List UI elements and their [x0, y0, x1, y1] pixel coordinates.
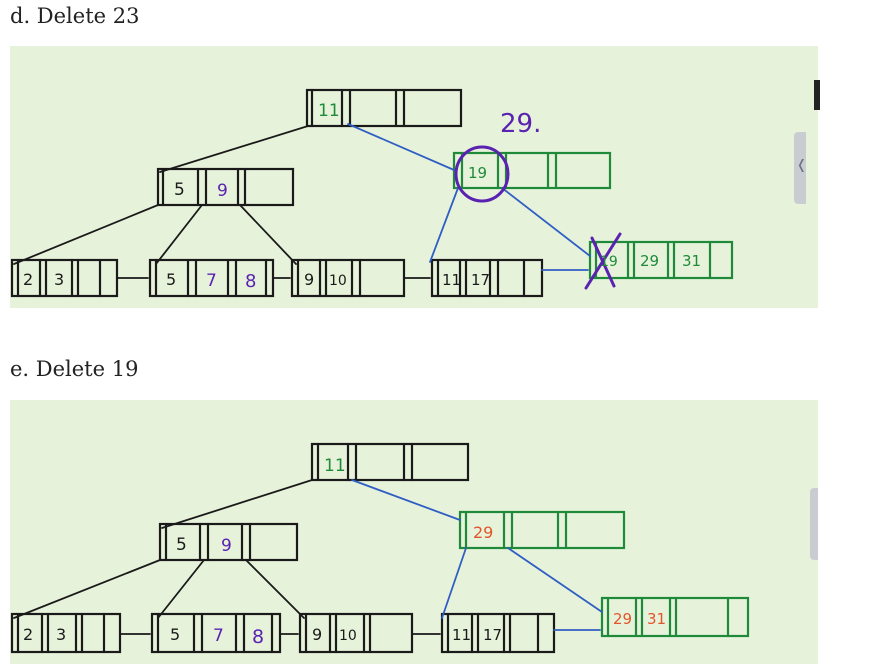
- annotation-text: 29.: [500, 109, 541, 139]
- chevron-left-icon: ❬: [796, 158, 807, 173]
- root-key: 11: [324, 456, 346, 476]
- child-pointers: [13, 125, 431, 279]
- leaf-key: 17: [471, 271, 490, 289]
- highlight-circle: [454, 145, 510, 203]
- leaf-key: 2: [23, 270, 33, 289]
- leaf-key: 9: [312, 625, 322, 644]
- collapse-handle-lower[interactable]: [810, 488, 818, 560]
- collapse-handle[interactable]: ❬: [794, 132, 807, 204]
- internal-key: 9: [217, 181, 228, 201]
- heading-delete-23: d. Delete 23: [10, 4, 140, 28]
- viewer-tab-marker: [814, 80, 820, 110]
- leaf-key: 31: [682, 252, 701, 270]
- internal-key: 19: [468, 164, 487, 182]
- root-node: [310, 442, 470, 482]
- internal-node-left: [156, 167, 295, 207]
- root-node: [305, 88, 463, 128]
- diagram-delete-23-panel: 11 5 9 19 29. 2 3 5 7 8 9 10 11 17 19 29…: [10, 46, 818, 308]
- leaf-key: 2: [23, 625, 33, 644]
- leaf-key: 31: [647, 610, 666, 628]
- leaf-node: [430, 258, 544, 298]
- leaf-key: 8: [245, 271, 256, 292]
- leaf-key: 7: [206, 271, 217, 291]
- leaf-node: [148, 258, 275, 298]
- internal-key: 5: [176, 535, 187, 555]
- diagram-delete-19: 11 5 9 29 2 3 5 7 8 9 10 11 17 29 31: [10, 442, 750, 654]
- internal-key: 5: [174, 180, 185, 200]
- leaf-key: 17: [483, 626, 502, 644]
- leaf-node: [150, 612, 282, 654]
- updated-pointers: [347, 123, 591, 271]
- leaf-key: 5: [170, 625, 180, 644]
- leaf-key: 29: [613, 610, 632, 628]
- diagram-delete-19-panel: 11 5 9 29 2 3 5 7 8 9 10 11 17 29 31: [10, 400, 818, 664]
- diagram-delete-23: 11 5 9 19 29. 2 3 5 7 8 9 10 11 17 19 29…: [10, 88, 734, 298]
- leaf-key: 3: [56, 625, 66, 644]
- leaf-key: 7: [213, 626, 224, 646]
- heading-delete-19: e. Delete 19: [10, 357, 139, 381]
- leaf-key: 11: [442, 271, 461, 289]
- updated-pointers: [351, 479, 603, 631]
- leaf-key: 3: [54, 270, 64, 289]
- leaf-key: 10: [339, 628, 357, 644]
- leaf-key: 8: [252, 626, 264, 648]
- internal-key: 9: [221, 536, 232, 556]
- internal-node-left: [158, 522, 299, 562]
- leaf-key: 29: [640, 252, 659, 270]
- child-pointers: [13, 479, 441, 635]
- leaf-key: 5: [166, 270, 176, 289]
- internal-node-right: [458, 510, 626, 550]
- root-key: 11: [318, 101, 340, 121]
- leaf-key: 11: [452, 626, 471, 644]
- deleted-key-cross: [584, 232, 622, 290]
- leaf-node: [440, 612, 556, 654]
- leaf-node: [10, 612, 122, 654]
- internal-key: 29: [473, 523, 493, 542]
- leaf-key: 19: [600, 254, 618, 270]
- leaf-node: [290, 258, 406, 298]
- leaf-node: [600, 596, 750, 638]
- leaf-node: [10, 258, 119, 298]
- leaf-key: 9: [304, 270, 314, 289]
- leaf-key: 10: [329, 273, 347, 289]
- leaf-node: [298, 612, 414, 654]
